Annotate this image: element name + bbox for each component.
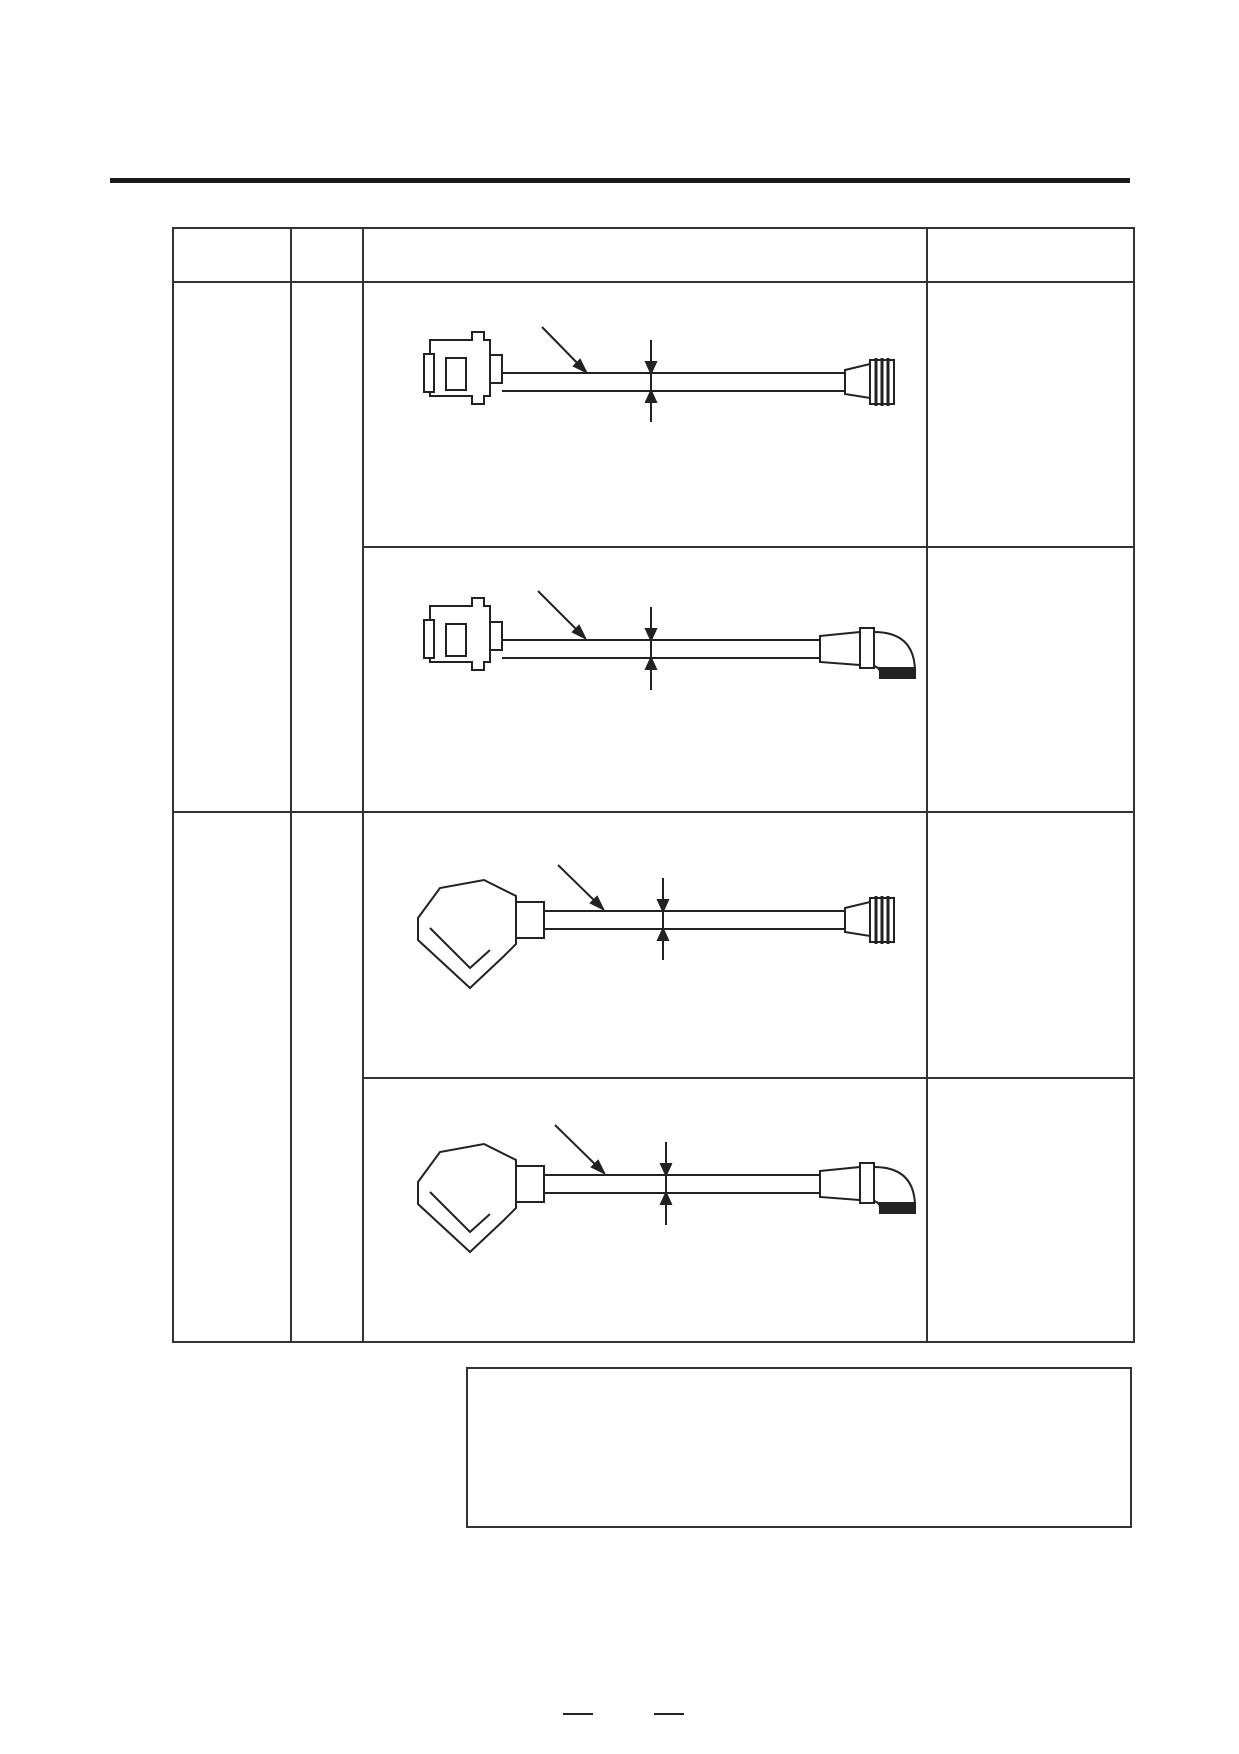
note-box [466, 1367, 1132, 1528]
footer-dash-right [654, 1713, 684, 1715]
cable-drawing-2 [423, 590, 917, 690]
cable-drawing-3 [417, 864, 895, 990]
header-rule [110, 178, 1130, 183]
cable-drawing-1 [423, 326, 895, 422]
table-border [172, 227, 1135, 1343]
footer-dash-left [563, 1713, 593, 1715]
cable-drawing-4 [417, 1124, 917, 1254]
